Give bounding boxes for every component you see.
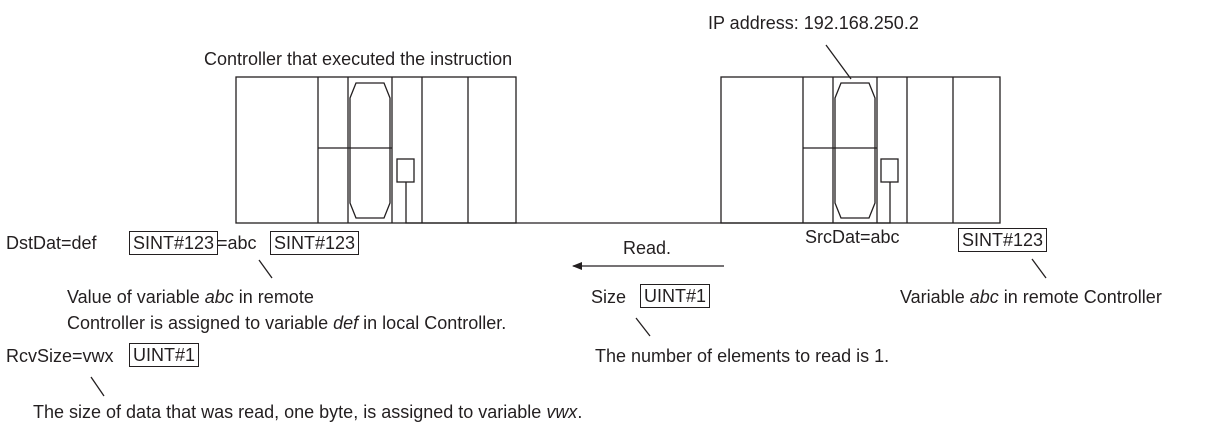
- remote-controller-unit: [720, 76, 1001, 224]
- abc-value-box: SINT#123: [270, 231, 360, 255]
- size-label: Size: [591, 287, 627, 307]
- srcdat-value-box: SINT#123: [958, 228, 1048, 252]
- network-cable: [405, 182, 891, 224]
- ip-address-label: IP address: 192.168.250.2: [708, 13, 919, 33]
- dstdat-equals-abc: =abc: [217, 233, 257, 253]
- dstdat-label: DstDat=def: [6, 233, 97, 253]
- note-value-line1: Value of variable abc in remote: [67, 287, 314, 307]
- rcvsize-label: RcvSize=vwx: [6, 346, 114, 366]
- note-elements: The number of elements to read is 1.: [595, 346, 890, 366]
- note-size: The size of data that was read, one byte…: [33, 402, 583, 422]
- rcvsize-value-box: UINT#1: [129, 343, 200, 367]
- dstdat-value-box: SINT#123: [129, 231, 219, 255]
- local-controller-unit: [235, 76, 517, 224]
- note-remote-variable: Variable abc in remote Controller: [900, 287, 1162, 307]
- rcv-leader-line: [90, 376, 105, 397]
- ip-leader-line: [825, 44, 852, 80]
- note-value-line2: Controller is assigned to variable def i…: [67, 313, 507, 333]
- read-label: Read.: [623, 238, 672, 258]
- dst-leader-line: [258, 259, 273, 279]
- local-controller-label: Controller that executed the instruction: [204, 49, 513, 69]
- size-value-box: UINT#1: [640, 284, 711, 308]
- src-leader-line: [1031, 258, 1047, 279]
- srcdat-label: SrcDat=abc: [805, 227, 900, 247]
- size-leader-line: [635, 317, 651, 337]
